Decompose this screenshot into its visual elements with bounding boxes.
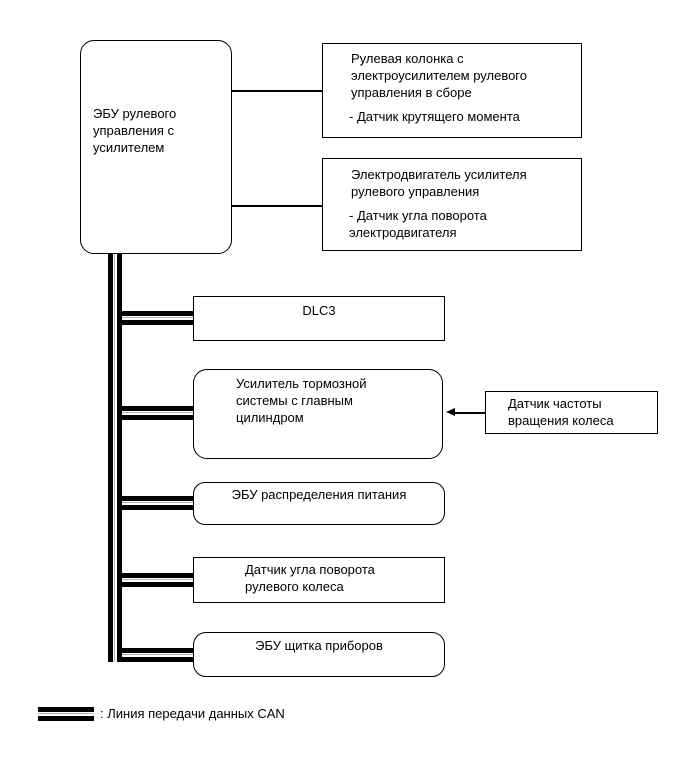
- can-branch-steering-angle: [108, 573, 193, 587]
- connector-assist-motor: [231, 205, 323, 207]
- can-branch-power-distribution: [108, 496, 193, 510]
- power-steering-ecu-label: ЭБУ рулевого управления с усилителем: [93, 106, 177, 155]
- assist-motor-box: Электродвигатель усилителя рулевого упра…: [322, 158, 582, 251]
- instrument-cluster-ecu-label: ЭБУ щитка приборов: [255, 638, 383, 653]
- connector-steering-column: [231, 90, 323, 92]
- power-distribution-ecu-label: ЭБУ распределения питания: [231, 487, 407, 502]
- can-line-legend-label: : Линия передачи данных CAN: [100, 706, 285, 721]
- dlc3-box: DLC3: [193, 296, 445, 341]
- steering-angle-sensor-box: Датчик угла поворота рулевого колеса: [193, 557, 445, 603]
- assist-motor-title: Электродвигатель усилителя рулевого упра…: [351, 167, 527, 199]
- brake-booster-label: Усилитель тормозной системы с главным ци…: [236, 376, 367, 425]
- steering-column-title: Рулевая колонка с электроусилителем руле…: [351, 51, 527, 100]
- can-branch-instrument-cluster: [108, 648, 193, 662]
- motor-angle-sensor-item: - Датчик угла поворота электродвигателя: [349, 208, 487, 240]
- wheel-speed-arrow-line: [453, 412, 485, 414]
- power-distribution-ecu-box: ЭБУ распределения питания: [193, 482, 445, 525]
- arrowhead-left-icon: [446, 408, 455, 416]
- steering-column-box: Рулевая колонка с электроусилителем руле…: [322, 43, 582, 138]
- power-steering-ecu-box: ЭБУ рулевого управления с усилителем: [80, 40, 232, 254]
- steering-angle-sensor-label: Датчик угла поворота рулевого колеса: [245, 562, 375, 594]
- can-branch-brake-booster: [108, 406, 193, 420]
- dlc3-label: DLC3: [302, 303, 336, 318]
- wheel-speed-sensor-label: Датчик частоты вращения колеса: [508, 396, 614, 428]
- wheel-speed-sensor-box: Датчик частоты вращения колеса: [485, 391, 658, 434]
- brake-booster-box: Усилитель тормозной системы с главным ци…: [193, 369, 443, 459]
- can-line-legend-swatch: [38, 707, 94, 721]
- can-branch-dlc3: [108, 311, 193, 325]
- can-bus-trunk: [108, 254, 122, 662]
- instrument-cluster-ecu-box: ЭБУ щитка приборов: [193, 632, 445, 677]
- torque-sensor-item: - Датчик крутящего момента: [349, 109, 520, 124]
